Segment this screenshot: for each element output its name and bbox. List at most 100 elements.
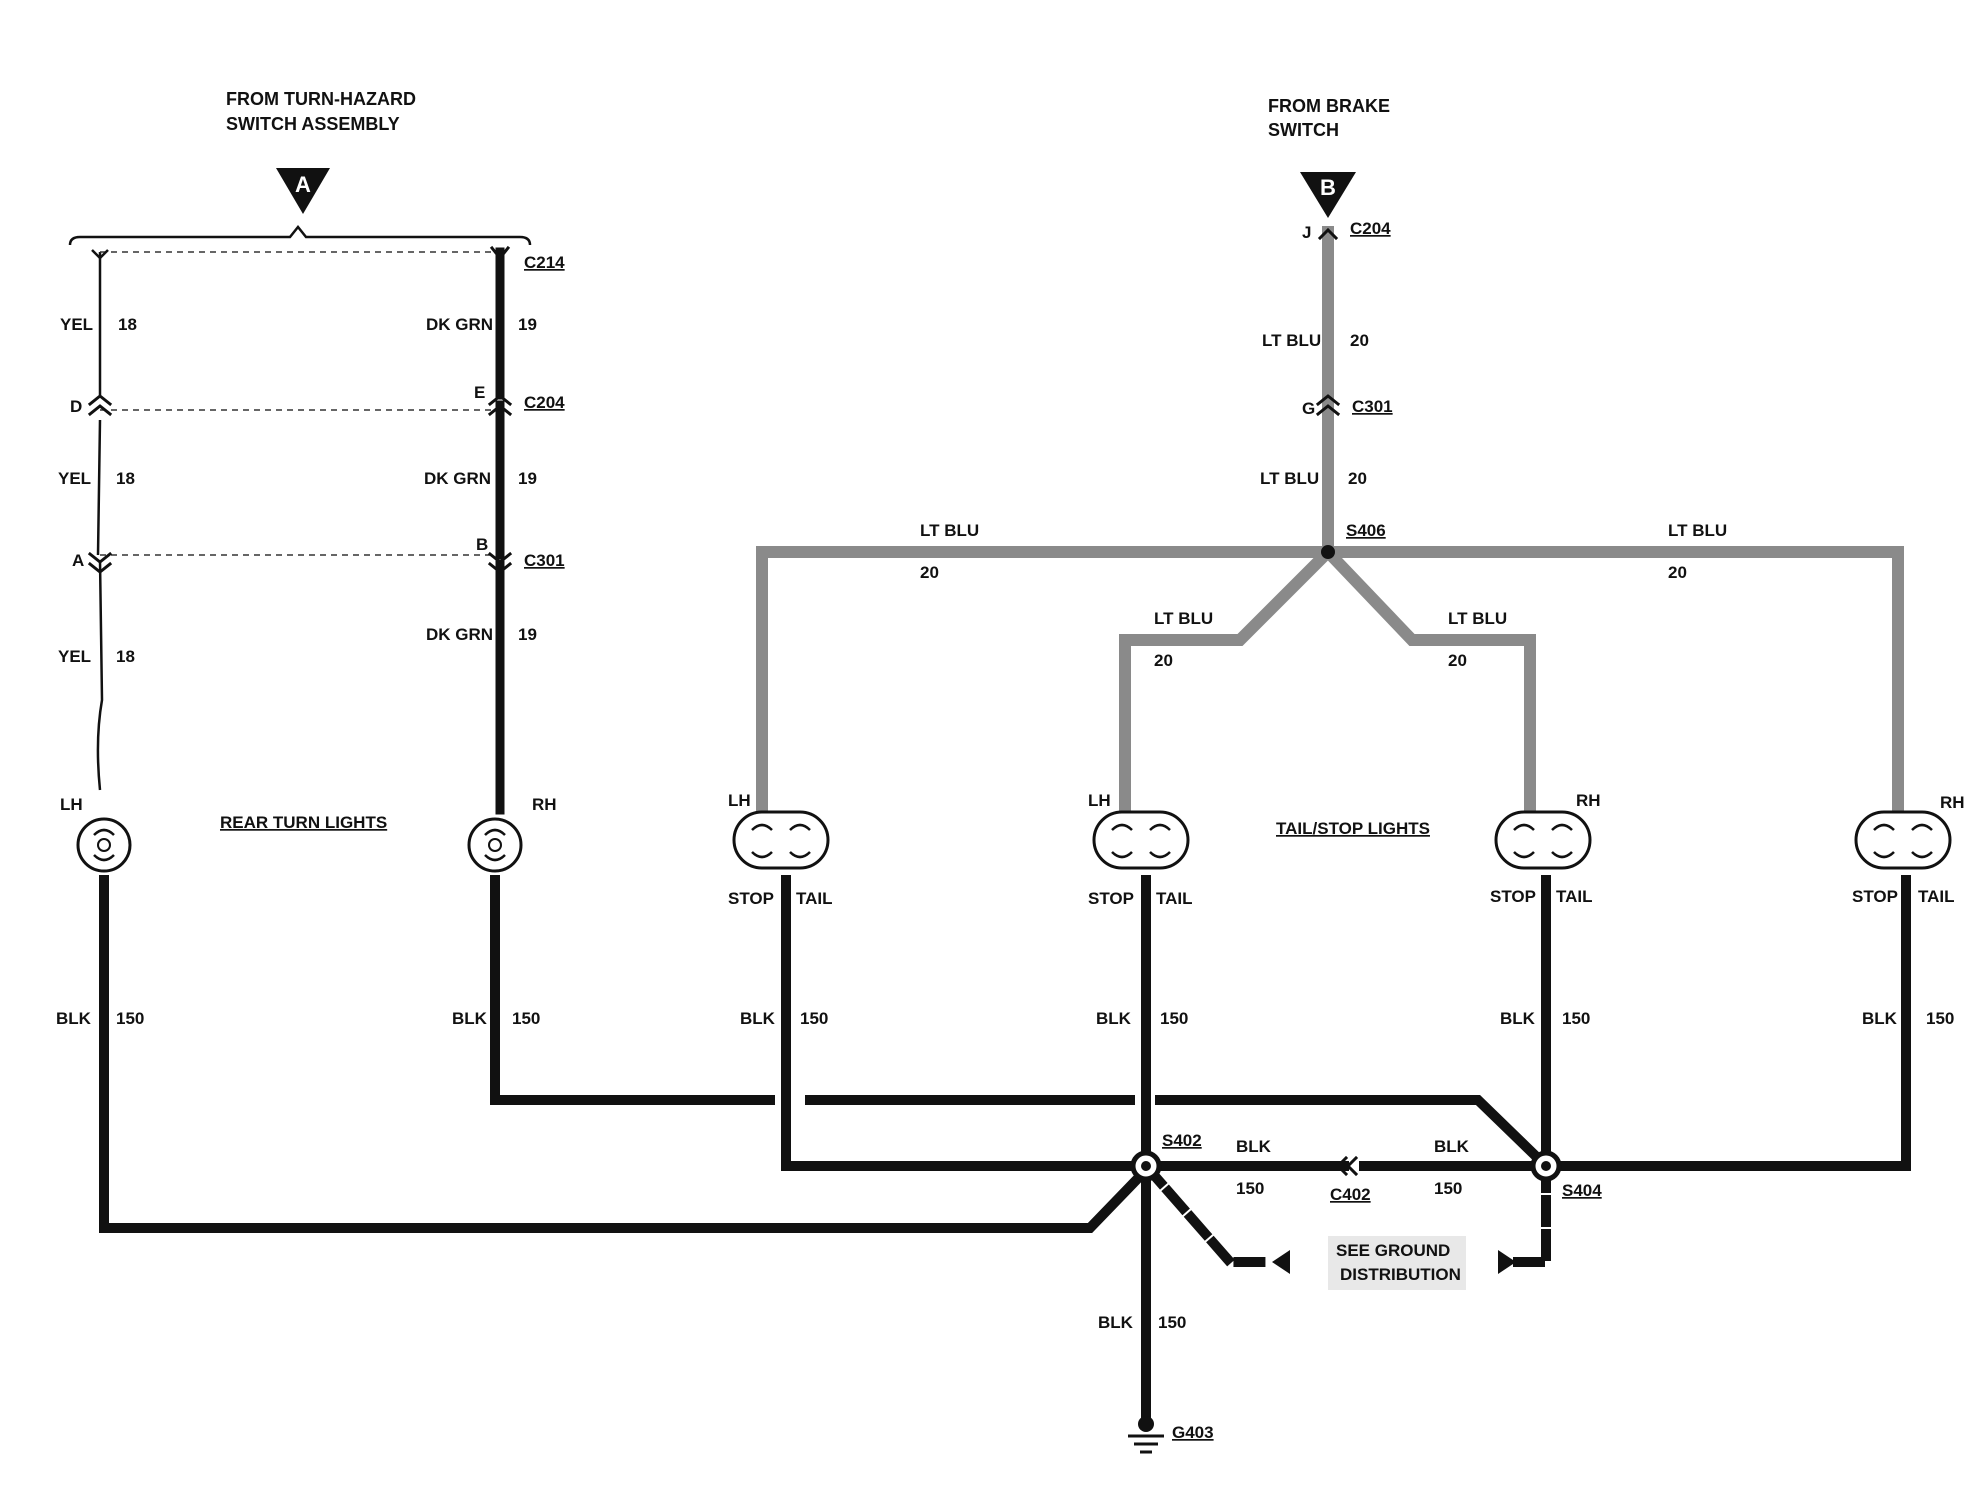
blk-label-4: BLK [1096, 1009, 1132, 1028]
c204-right-label: C204 [1350, 219, 1391, 238]
source-b-marker-label: B [1320, 175, 1336, 200]
lt-blu-label-2: LT BLU [1260, 469, 1319, 488]
stop-label-3: STOP [1490, 887, 1536, 906]
dk-grn-label-1: DK GRN [426, 315, 493, 334]
c214-pin-yel-symbol [91, 249, 109, 260]
yel-label-2: YEL [58, 469, 91, 488]
pin-d-label: D [70, 397, 82, 416]
tail-label-3: TAIL [1556, 887, 1593, 906]
stop-label-2: STOP [1088, 889, 1134, 908]
c301-left-label: C301 [524, 551, 565, 570]
tail-label-1: TAIL [796, 889, 833, 908]
c301-pin-b-symbol [487, 551, 513, 574]
gauge-150-label-5: 150 [1562, 1009, 1590, 1028]
gauge-20-label-3: 20 [920, 563, 939, 582]
dk-grn-label-2: DK GRN [424, 469, 491, 488]
brake-source-label-line1: FROM BRAKE [1268, 96, 1390, 116]
lh-inner-label: LH [1088, 791, 1111, 810]
lh-outer-tail-stop-lamp [732, 810, 830, 870]
tail-label-4: TAIL [1918, 887, 1955, 906]
gauge-150-label-7: 150 [1236, 1179, 1264, 1198]
c214-label: C214 [524, 253, 565, 272]
rh-rear-turn-bulb [467, 817, 523, 873]
gauge-19-label-1: 19 [518, 315, 537, 334]
gauge-20-label-4: 20 [1668, 563, 1687, 582]
ground-g403-symbol [1128, 1416, 1164, 1454]
blk-label-1: BLK [56, 1009, 92, 1028]
c402-connector-symbol [1335, 1155, 1359, 1177]
gauge-150-label-3: 150 [800, 1009, 828, 1028]
c301-pin-g-symbol [1315, 394, 1341, 417]
s402-label: S402 [1162, 1131, 1202, 1150]
lt-blu-label-3: LT BLU [920, 521, 979, 540]
see-ground-line2: DISTRIBUTION [1340, 1265, 1461, 1284]
lh-outer-label: LH [728, 791, 751, 810]
gauge-20-label-6: 20 [1448, 651, 1467, 670]
source-a-marker [276, 168, 330, 214]
lt-blu-label-6: LT BLU [1448, 609, 1507, 628]
pin-g-label: G [1302, 399, 1315, 418]
stop-label-1: STOP [728, 889, 774, 908]
lt-blu-wire-network [756, 226, 1904, 811]
c301-right-label: C301 [1352, 397, 1393, 416]
rear-turn-lights-title: REAR TURN LIGHTS [220, 813, 387, 832]
brake-source-label-line2: SWITCH [1268, 120, 1339, 140]
s404-splice [1530, 1150, 1562, 1182]
c204-pin-j-symbol [1317, 227, 1339, 241]
blk-label-9: BLK [1098, 1313, 1134, 1332]
see-ground-box [1328, 1236, 1466, 1290]
blk-label-7: BLK [1236, 1137, 1272, 1156]
s406-label: S406 [1346, 521, 1386, 540]
dk-grn-label-3: DK GRN [426, 625, 493, 644]
gauge-19-label-2: 19 [518, 469, 537, 488]
tail-stop-lights-title: TAIL/STOP LIGHTS [1276, 819, 1430, 838]
gauge-18-label-3: 18 [116, 647, 135, 666]
gauge-150-label-4: 150 [1160, 1009, 1188, 1028]
lh-turn-label: LH [60, 795, 83, 814]
pin-b-label: B [476, 535, 488, 554]
stop-label-4: STOP [1852, 887, 1898, 906]
lh-rear-turn-bulb [76, 817, 132, 873]
rh-turn-label: RH [532, 795, 557, 814]
lt-blu-label-4: LT BLU [1668, 521, 1727, 540]
c204-pin-d-symbol [87, 394, 113, 417]
pin-a-label: A [72, 551, 84, 570]
gauge-150-label-6: 150 [1926, 1009, 1954, 1028]
blk-label-6: BLK [1862, 1009, 1898, 1028]
yel-wire [96, 252, 104, 791]
gauge-19-label-3: 19 [518, 625, 537, 644]
gauge-18-label-2: 18 [116, 469, 135, 488]
c301-pin-a-symbol [87, 551, 113, 574]
blk-label-3: BLK [740, 1009, 776, 1028]
brace-bracket [68, 224, 532, 246]
gauge-150-label-2: 150 [512, 1009, 540, 1028]
ground-arrow-left [1272, 1250, 1290, 1274]
tail-label-2: TAIL [1156, 889, 1193, 908]
gauge-20-label-2: 20 [1348, 469, 1367, 488]
c214-pin-grn-symbol [489, 245, 511, 261]
turn-hazard-source-label-line1: FROM TURN-HAZARD [226, 89, 416, 109]
gauge-150-label-9: 150 [1158, 1313, 1186, 1332]
lt-blu-label-1: LT BLU [1262, 331, 1321, 350]
c204-left-label: C204 [524, 393, 565, 412]
source-a-marker-label: A [295, 172, 311, 197]
rh-outer-label: RH [1940, 793, 1965, 812]
c204-pin-e-symbol [487, 394, 513, 417]
lh-inner-tail-stop-lamp [1092, 810, 1190, 870]
lt-blu-label-5: LT BLU [1154, 609, 1213, 628]
pin-e-label: E [474, 383, 485, 402]
yel-label-1: YEL [60, 315, 93, 334]
blk-label-5: BLK [1500, 1009, 1536, 1028]
blk-wire-network [99, 875, 1911, 1425]
rh-inner-label: RH [1576, 791, 1601, 810]
gauge-150-label-8: 150 [1434, 1179, 1462, 1198]
source-b-marker [1300, 172, 1356, 218]
yel-label-3: YEL [58, 647, 91, 666]
gauge-20-label-1: 20 [1350, 331, 1369, 350]
ground-arrow-right [1498, 1250, 1516, 1274]
g403-label: G403 [1172, 1423, 1214, 1442]
see-ground-line1: SEE GROUND [1336, 1241, 1450, 1260]
gauge-18-label-1: 18 [118, 315, 137, 334]
s406-splice [1321, 545, 1335, 559]
